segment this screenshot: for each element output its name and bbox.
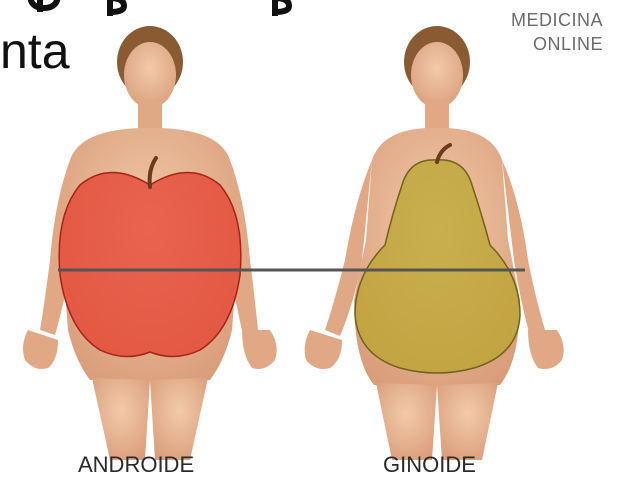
head-left — [124, 42, 176, 108]
gynoid-figure — [305, 26, 564, 460]
head-right — [411, 42, 463, 108]
watermark: MEDICINA ONLINE — [511, 8, 603, 56]
cropped-heading-fragment — [0, 0, 360, 16]
apple-icon — [59, 173, 241, 357]
slide-partial-text: nta — [0, 22, 70, 80]
caption-gynoid: GINOIDE — [383, 452, 476, 478]
watermark-line1: MEDICINA — [511, 8, 603, 32]
android-figure — [23, 26, 277, 460]
watermark-line2: ONLINE — [511, 32, 603, 56]
caption-android: ANDROIDE — [78, 452, 194, 478]
